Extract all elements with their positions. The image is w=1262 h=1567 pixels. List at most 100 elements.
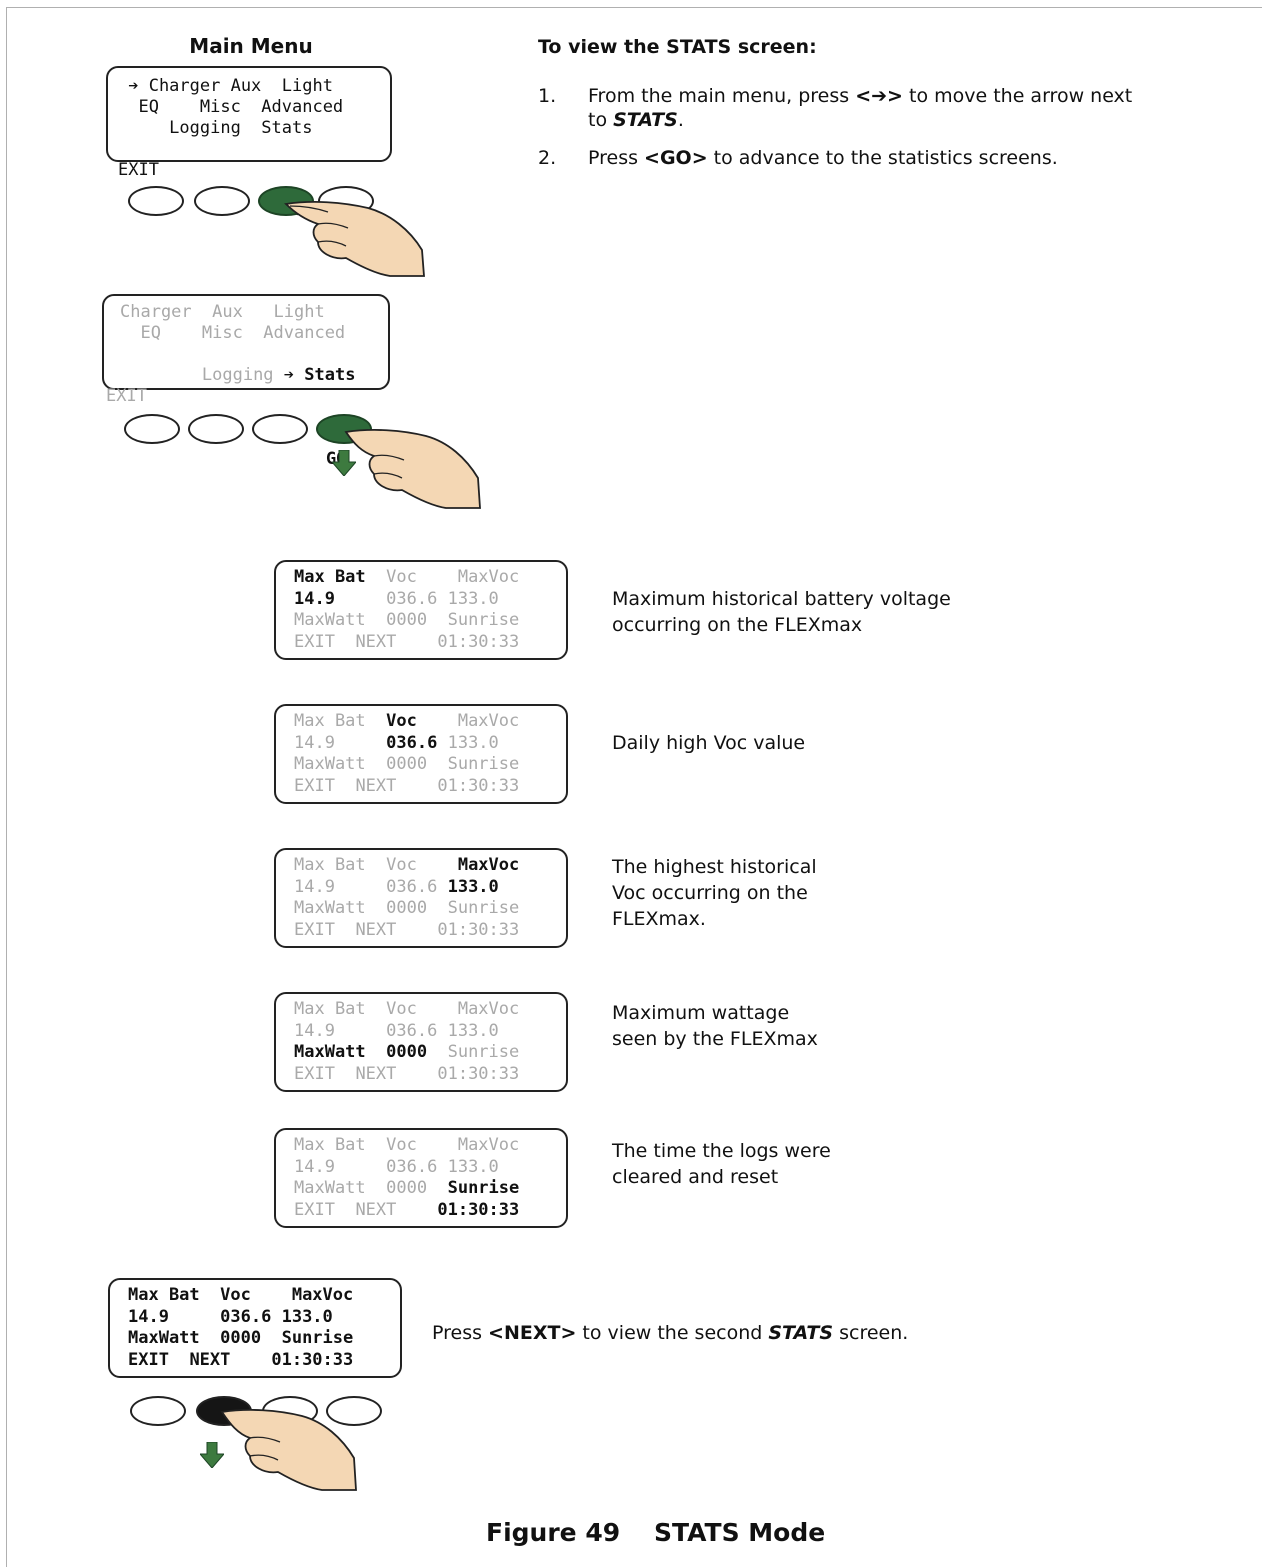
stat-maxvocv: 133.0 [447, 1156, 499, 1177]
stat-next: NEXT [355, 1063, 397, 1084]
lcd-row: Charger Aux Light [120, 302, 325, 322]
stat-maxvocv: 133.0 [281, 1306, 333, 1327]
stat-bat: 14.9 [294, 588, 335, 609]
stat-time: 01:30:33 [271, 1349, 354, 1370]
stat-sunrise: Sunrise [281, 1328, 354, 1348]
stat-sunrise: Sunrise [447, 1178, 520, 1198]
stat-sunrise: Sunrise [447, 898, 520, 918]
selection-arrow-icon: ➔ [283, 365, 295, 385]
main-menu-title: Main Menu [189, 34, 313, 58]
pointing-hand-icon [220, 1409, 357, 1491]
stat-maxvoc: MaxVoc [457, 855, 520, 875]
stats-item: Stats [294, 365, 356, 385]
instruction-step-1: 1. From the main menu, press <➔> to move… [538, 84, 1138, 136]
stat-maxvoc: MaxVoc [457, 567, 520, 587]
stat-exit: EXIT [294, 631, 335, 652]
stat-maxbat: Max Bat [294, 999, 366, 1019]
stat-maxvocv: 133.0 [447, 876, 499, 897]
stat-maxvoc: MaxVoc [457, 1135, 520, 1155]
stat-voc: Voc [386, 1135, 417, 1155]
step-text: Press <GO> to advance to the statistics … [588, 147, 1058, 169]
step-text: From the main menu, press <➔> to move th… [588, 85, 1133, 131]
stat-bat: 14.9 [294, 1020, 335, 1041]
soft-button-2[interactable] [188, 414, 244, 444]
soft-button-2[interactable] [194, 186, 250, 216]
stat-voc: Voc [386, 567, 417, 587]
soft-button-1[interactable] [124, 414, 180, 444]
stat-sunrise: Sunrise [447, 1042, 520, 1062]
soft-key-exit: EXIT [118, 160, 159, 180]
pointing-hand-icon [284, 201, 425, 277]
stat-maxbat: Max Bat [294, 711, 366, 731]
stat-next: NEXT [355, 631, 397, 652]
stat-watt: 0000 [220, 1328, 262, 1348]
step-number: 1. [538, 85, 557, 107]
soft-button-1[interactable] [128, 186, 184, 216]
stat-time: 01:30:33 [437, 1063, 520, 1084]
pointing-hand-icon [344, 429, 481, 509]
stat-maxvocv: 133.0 [447, 1020, 499, 1041]
soft-button-3[interactable] [252, 414, 308, 444]
instruction-step-2: 2. Press <GO> to advance to the statisti… [538, 146, 1138, 172]
stat-bat: 14.9 [294, 732, 335, 753]
stat-watt: 0000 [386, 898, 428, 918]
stat-sunrise: Sunrise [447, 610, 520, 630]
stat-vocv: 036.6 [386, 876, 438, 897]
stat-time: 01:30:33 [437, 631, 520, 652]
stat-maxbat: Max Bat [128, 1285, 200, 1305]
stat-next: NEXT [355, 919, 397, 940]
stat-maxwatt: MaxWatt [128, 1328, 200, 1348]
stat-next: NEXT [189, 1349, 231, 1370]
stat-maxwatt: MaxWatt [294, 610, 366, 630]
stat-maxbat: Max Bat [294, 567, 366, 587]
stat-maxvocv: 133.0 [447, 732, 499, 753]
stat-bat: 14.9 [128, 1306, 169, 1327]
stat-vocv: 036.6 [220, 1306, 272, 1327]
stat-next: NEXT [355, 775, 397, 796]
figure-title: STATS Mode [654, 1518, 826, 1547]
logging-item: Logging [160, 365, 284, 385]
stat-voc: Voc [386, 855, 417, 875]
instructions-heading: To view the STATS screen: [538, 36, 817, 58]
stat-vocv: 036.6 [386, 732, 438, 753]
lcd-row: EQ Misc Advanced [120, 323, 346, 343]
stat-voc: Voc [220, 1285, 251, 1305]
stat-exit: EXIT [294, 1063, 335, 1084]
stat-maxbat: Max Bat [294, 1135, 366, 1155]
description-voc: Daily high Voc value [612, 732, 806, 754]
soft-key-exit: EXIT [106, 386, 147, 406]
lcd-foot: EXIT ← → GO [118, 139, 390, 243]
stat-maxvoc: MaxVoc [457, 999, 520, 1019]
stat-vocv: 036.6 [386, 1020, 438, 1041]
soft-button-4[interactable] [326, 1396, 382, 1426]
step-number: 2. [538, 147, 557, 169]
stat-time: 01:30:33 [437, 919, 520, 940]
stat-bat: 14.9 [294, 1156, 335, 1177]
main-menu-lcd: ➔ Charger Aux Light EQ Misc Advanced Log… [106, 66, 392, 243]
press-next-text: Press <NEXT> to view the second STATS sc… [432, 1322, 909, 1344]
stat-bat: 14.9 [294, 876, 335, 897]
stat-watt: 0000 [386, 1042, 428, 1062]
stat-sunrise: Sunrise [447, 754, 520, 774]
stat-voc: Voc [386, 999, 417, 1019]
stat-voc: Voc [386, 711, 417, 731]
lcd-row: ➔ Charger Aux Light [118, 76, 333, 96]
stat-watt: 0000 [386, 754, 428, 774]
stat-maxbat: Max Bat [294, 855, 366, 875]
stat-vocv: 036.6 [386, 588, 438, 609]
stat-maxvocv: 133.0 [447, 588, 499, 609]
stat-maxvoc: MaxVoc [291, 1285, 354, 1305]
stat-watt: 0000 [386, 610, 428, 630]
stat-next: NEXT [355, 1199, 397, 1220]
stat-watt: 0000 [386, 1178, 428, 1198]
figure-number: Figure 49 [486, 1518, 621, 1547]
stat-exit: EXIT [294, 775, 335, 796]
soft-button-1[interactable] [130, 1396, 186, 1426]
